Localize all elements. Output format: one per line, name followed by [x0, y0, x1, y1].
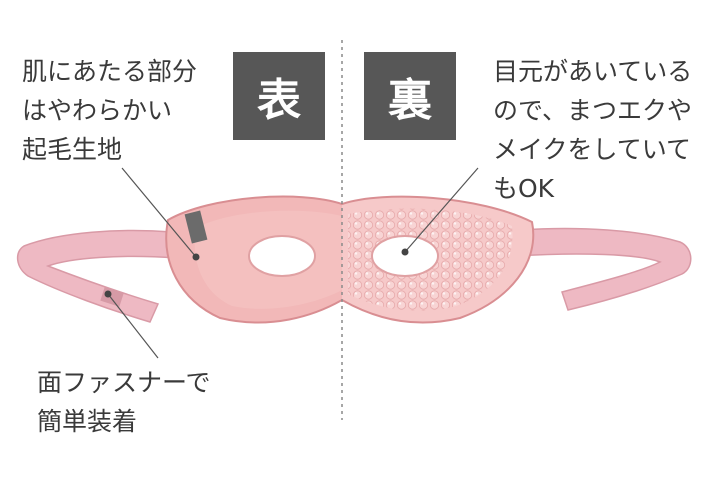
strap-note: 面ファスナーで 簡単装着 [37, 363, 211, 441]
brand-tag [184, 210, 208, 244]
front-side-badge: 表 [233, 52, 325, 140]
front-pointer-line [121, 167, 197, 258]
front-surface-note: 肌にあたる部分 はやわらかい 起毛生地 [22, 52, 197, 169]
back-surface-note: 目元があいている ので、まつエクや メイクをしていて もOK [493, 52, 692, 208]
strap-note-line-1: 面ファスナーで [37, 368, 211, 397]
left-strap [16, 229, 177, 323]
left-eye-hole [248, 235, 316, 277]
front-note-line-3: 起毛生地 [22, 135, 123, 164]
back-note-line-3: メイクをしていて [493, 135, 692, 164]
back-note-line-2: ので、まつエクや [493, 96, 693, 125]
right-eye-hole [371, 235, 439, 277]
strap-pointer-line [107, 293, 159, 359]
front-note-line-1: 肌にあたる部分 [22, 57, 198, 86]
back-note-line-1: 目元があいている [493, 57, 693, 86]
strap-note-line-2: 簡単装着 [37, 407, 138, 436]
back-side-badge: 裏 [364, 52, 456, 140]
back-pointer-line [404, 167, 479, 253]
front-note-line-2: はやわらかい [22, 96, 173, 125]
right-strap [515, 227, 692, 311]
back-note-line-4: もOK [493, 174, 555, 203]
